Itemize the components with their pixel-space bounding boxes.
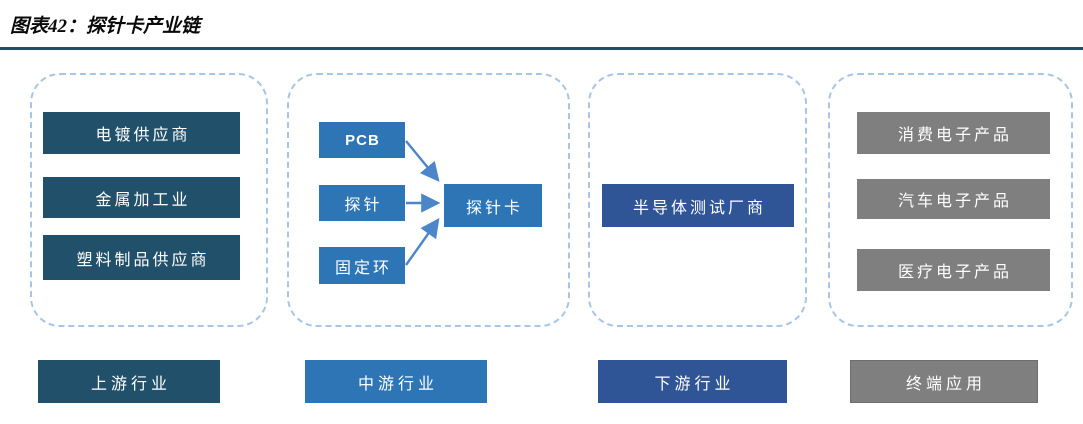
probe-card-box: 探针卡 <box>444 184 542 227</box>
upstream-stage-label: 上游行业 <box>38 360 220 403</box>
medical-electronics-box: 医疗电子产品 <box>857 249 1050 291</box>
downstream-stage-label: 下游行业 <box>598 360 787 403</box>
pcb-box: PCB <box>319 122 405 158</box>
arrow-pcb-to-card <box>405 140 440 182</box>
automotive-electronics-box: 汽车电子产品 <box>857 179 1050 219</box>
metal-processing-box: 金属加工业 <box>43 177 240 218</box>
group-terminal: 消费电子产品 汽车电子产品 医疗电子产品 <box>828 73 1073 327</box>
terminal-stage-label: 终端应用 <box>850 360 1038 403</box>
plastic-products-supplier-box: 塑料制品供应商 <box>43 235 240 280</box>
semiconductor-test-vendor-box: 半导体测试厂商 <box>602 184 794 227</box>
flow-arrows <box>405 140 441 266</box>
group-downstream: 半导体测试厂商 <box>588 73 807 327</box>
figure-title: 图表42：探针卡产业链 <box>10 16 201 37</box>
probe-box: 探针 <box>319 185 405 221</box>
group-midstream: PCB 探针 固定环 探针卡 <box>287 73 570 327</box>
group-upstream: 电镀供应商 金属加工业 塑料制品供应商 <box>30 73 268 327</box>
electroplating-supplier-box: 电镀供应商 <box>43 112 240 154</box>
title-underline <box>0 47 1083 50</box>
consumer-electronics-box: 消费电子产品 <box>857 112 1050 154</box>
fixing-ring-box: 固定环 <box>319 247 405 284</box>
midstream-stage-label: 中游行业 <box>305 360 487 403</box>
arrow-ring-to-card <box>405 218 440 266</box>
